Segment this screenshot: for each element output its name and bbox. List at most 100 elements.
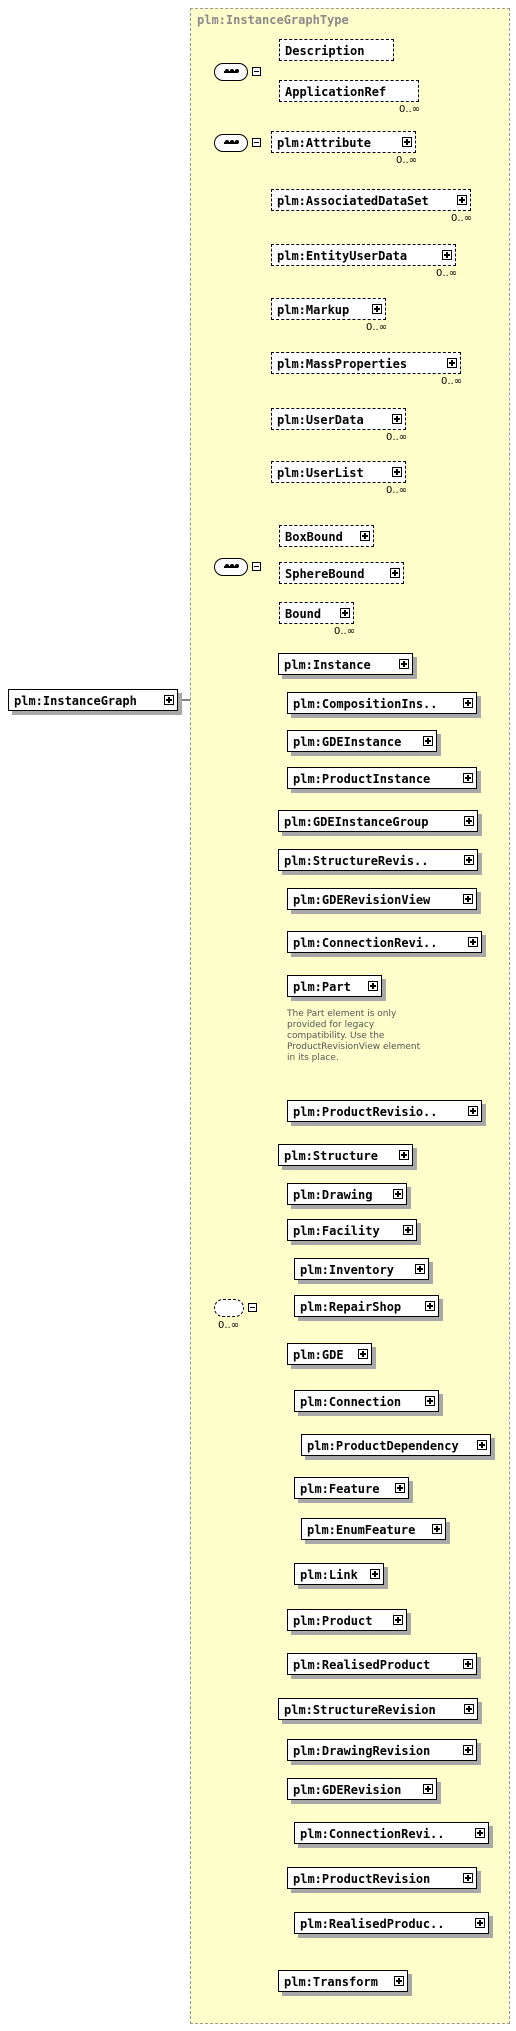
expand-plus-icon[interactable] <box>403 1225 413 1235</box>
collapse-minus-icon[interactable] <box>252 67 261 76</box>
expand-plus-icon[interactable] <box>463 1745 473 1755</box>
expand-plus-icon[interactable] <box>463 894 473 904</box>
expand-plus-icon[interactable] <box>464 816 474 826</box>
root-element-instance-graph[interactable]: plm:InstanceGraph <box>8 689 178 711</box>
element-transform[interactable]: plm:Transform <box>278 1970 408 1992</box>
expand-plus-icon[interactable] <box>392 414 402 424</box>
element-product-instance[interactable]: plm:ProductInstance <box>287 767 477 789</box>
element-structure[interactable]: plm:Structure <box>278 1144 413 1166</box>
element-product-revisio[interactable]: plm:ProductRevisio.. <box>287 1100 482 1122</box>
element-inventory[interactable]: plm:Inventory <box>294 1258 429 1280</box>
element-drawing[interactable]: plm:Drawing <box>287 1183 407 1205</box>
expand-plus-icon[interactable] <box>423 736 433 746</box>
element-product[interactable]: plm:Product <box>287 1609 407 1631</box>
choice-compositor[interactable] <box>214 1299 244 1317</box>
expand-plus-icon[interactable] <box>447 358 457 368</box>
expand-plus-icon[interactable] <box>392 467 402 477</box>
element-gdeinstance[interactable]: plm:GDEInstance <box>287 730 437 752</box>
expand-plus-icon[interactable] <box>463 773 473 783</box>
element-connection-revi[interactable]: plm:ConnectionRevi.. <box>287 931 482 953</box>
element-structure-revis[interactable]: plm:StructureRevis.. <box>278 849 478 871</box>
element-user-data[interactable]: plm:UserData <box>271 408 406 430</box>
element-product-dependency[interactable]: plm:ProductDependency <box>301 1434 491 1456</box>
element-connection[interactable]: plm:Connection <box>294 1390 439 1412</box>
element-gdeinstance-group[interactable]: plm:GDEInstanceGroup <box>278 810 478 832</box>
expand-plus-icon[interactable] <box>360 531 370 541</box>
sequence-icon <box>224 69 239 75</box>
collapse-minus-icon[interactable] <box>252 138 261 147</box>
element-composition-ins[interactable]: plm:CompositionIns.. <box>287 692 477 714</box>
expand-plus-icon[interactable] <box>393 1615 403 1625</box>
element-gderevision[interactable]: plm:GDERevision <box>287 1778 437 1800</box>
element-connection-revi[interactable]: plm:ConnectionRevi.. <box>294 1822 489 1844</box>
cardinality-label: 0..∞ <box>396 155 418 166</box>
element-attribute[interactable]: plm:Attribute <box>271 131 421 158</box>
element-label: plm:Part <box>293 980 351 994</box>
element-bound[interactable]: Bound <box>279 602 359 629</box>
expand-plus-icon[interactable] <box>394 1976 404 1986</box>
element-repair-shop[interactable]: plm:RepairShop <box>294 1295 439 1317</box>
element-enum-feature[interactable]: plm:EnumFeature <box>301 1518 446 1540</box>
expand-plus-icon[interactable] <box>372 304 382 314</box>
element-entity-user-data[interactable]: plm:EntityUserData <box>271 244 456 266</box>
element-drawing-revision[interactable]: plm:DrawingRevision <box>287 1739 477 1761</box>
element-label: plm:StructureRevis.. <box>284 854 429 868</box>
element-structure-revision[interactable]: plm:StructureRevision <box>278 1698 478 1720</box>
cardinality-label: 0..∞ <box>441 376 463 387</box>
expand-plus-icon[interactable] <box>432 1524 442 1534</box>
expand-plus-icon[interactable] <box>425 1396 435 1406</box>
sequence-compositor-description[interactable] <box>214 63 248 81</box>
element-gderevision-view[interactable]: plm:GDERevisionView <box>287 888 477 910</box>
expand-plus-icon[interactable] <box>463 1659 473 1669</box>
element-user-list[interactable]: plm:UserList <box>271 461 406 483</box>
expand-plus-icon[interactable] <box>464 1704 474 1714</box>
element-gde[interactable]: plm:GDE <box>287 1343 372 1365</box>
expand-plus-icon[interactable] <box>464 855 474 865</box>
expand-plus-icon[interactable] <box>463 698 473 708</box>
expand-plus-icon[interactable] <box>390 568 400 578</box>
element-label: plm:ProductRevision <box>293 1872 431 1886</box>
collapse-minus-icon[interactable] <box>248 1303 257 1312</box>
expand-plus-icon[interactable] <box>423 1784 433 1794</box>
element-application-ref[interactable]: ApplicationRef <box>279 80 424 107</box>
expand-plus-icon[interactable] <box>468 1106 478 1116</box>
expand-plus-icon[interactable] <box>468 937 478 947</box>
expand-plus-icon[interactable] <box>395 1483 405 1493</box>
element-facility[interactable]: plm:Facility <box>287 1219 417 1241</box>
element-sphere-bound[interactable]: SphereBound <box>279 562 404 584</box>
expand-plus-icon[interactable] <box>399 1150 409 1160</box>
sequence-compositor-bounds[interactable] <box>214 558 248 576</box>
element-product-revision[interactable]: plm:ProductRevision <box>287 1867 477 1889</box>
element-description[interactable]: Description <box>279 39 394 61</box>
expand-plus-icon[interactable] <box>415 1264 425 1274</box>
expand-plus-icon[interactable] <box>463 1873 473 1883</box>
expand-plus-icon[interactable] <box>164 695 174 705</box>
sequence-icon <box>224 564 239 570</box>
expand-plus-icon[interactable] <box>370 1569 380 1579</box>
element-instance[interactable]: plm:Instance <box>278 653 413 675</box>
element-mass-properties[interactable]: plm:MassProperties <box>271 352 461 374</box>
expand-plus-icon[interactable] <box>475 1828 485 1838</box>
element-feature[interactable]: plm:Feature <box>294 1477 409 1499</box>
element-box-bound[interactable]: BoxBound <box>279 525 374 547</box>
expand-plus-icon[interactable] <box>340 608 350 618</box>
expand-plus-icon[interactable] <box>477 1440 487 1450</box>
element-realised-produc[interactable]: plm:RealisedProduc.. <box>294 1912 489 1934</box>
collapse-minus-icon[interactable] <box>252 562 261 571</box>
element-link[interactable]: plm:Link <box>294 1563 384 1585</box>
element-associated-data-set[interactable]: plm:AssociatedDataSet <box>271 189 471 211</box>
expand-plus-icon[interactable] <box>368 981 378 991</box>
expand-plus-icon[interactable] <box>442 250 452 260</box>
expand-plus-icon[interactable] <box>393 1189 403 1199</box>
expand-plus-icon[interactable] <box>457 195 467 205</box>
expand-plus-icon[interactable] <box>475 1918 485 1928</box>
expand-plus-icon[interactable] <box>399 659 409 669</box>
element-markup[interactable]: plm:Markup <box>271 298 386 320</box>
element-realised-product[interactable]: plm:RealisedProduct <box>287 1653 477 1675</box>
element-label: plm:CompositionIns.. <box>293 697 438 711</box>
sequence-compositor-attributes[interactable] <box>214 134 248 152</box>
element-part[interactable]: plm:Part <box>287 975 382 997</box>
expand-plus-icon[interactable] <box>425 1301 435 1311</box>
expand-plus-icon[interactable] <box>358 1349 368 1359</box>
expand-plus-icon[interactable] <box>402 137 412 147</box>
